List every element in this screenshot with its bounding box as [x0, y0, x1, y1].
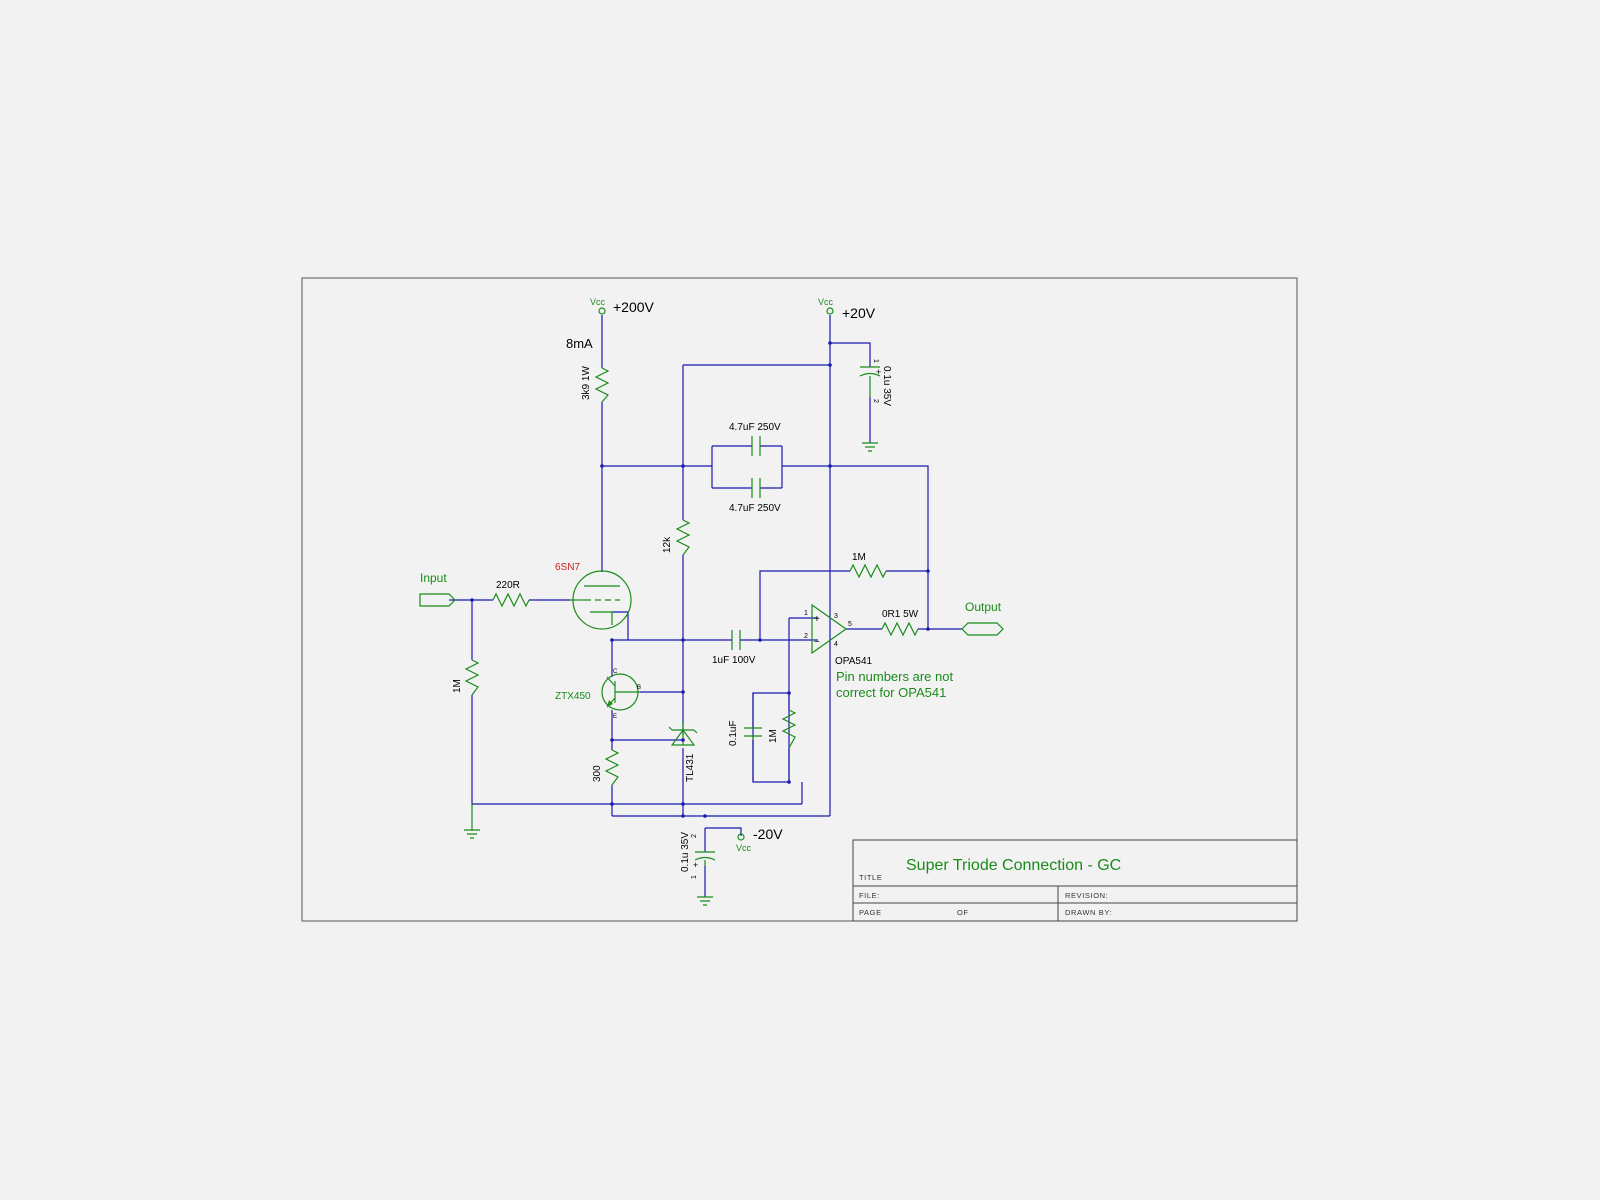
resistor-feedback-top-label: 1M	[852, 552, 866, 563]
opamp-opa541: + − 1 2 3 4 5 OPA541	[804, 603, 872, 667]
file-label: FILE:	[859, 891, 880, 900]
current-label: 8mA	[566, 336, 593, 351]
tube-label: 6SN7	[555, 562, 580, 573]
tube-6sn7: 6SN7	[555, 562, 632, 630]
opamp-label: OPA541	[835, 656, 872, 667]
resistor-output-label: 0R1 5W	[882, 609, 919, 620]
transistor-ztx450: C B E ZTX450	[555, 669, 641, 720]
cap-top-plus: +	[876, 367, 881, 377]
cap-bottom-label: 4.7uF 250V	[729, 503, 781, 514]
opamp-pin2: 2	[804, 633, 808, 640]
opamp-pin3: 3	[834, 613, 838, 620]
opamp-pin4: 4	[834, 641, 838, 648]
resistor-emitter-label: 300	[592, 765, 603, 782]
shunt-label: TL431	[685, 753, 696, 782]
resistor-12k: 12k	[662, 519, 691, 556]
resistor-input: 1M	[452, 659, 480, 696]
junctions	[470, 341, 930, 818]
output-port: Output	[961, 600, 1004, 636]
supply-minus20: Vcc -20V	[736, 826, 783, 853]
capacitor-bypass-bottom: 2 + 1 0.1u 35V	[680, 832, 716, 906]
input-port: Input	[419, 571, 456, 607]
resistor-12k-label: 12k	[662, 536, 673, 553]
drawing-frame	[301, 277, 1298, 922]
output-label: Output	[965, 600, 1002, 614]
resistor-feedback-small-label: 1M	[768, 729, 779, 743]
transistor-pin-b: B	[637, 685, 641, 691]
resistor-feedback-small: 1M	[768, 709, 797, 749]
resistor-plate: 3k9 1W	[581, 366, 610, 403]
title-value: Super Triode Connection - GC	[906, 857, 1121, 874]
supply-plus200: Vcc +200V	[590, 297, 655, 315]
capacitor-coupling-bottom: 4.7uF 250V	[729, 478, 781, 514]
cap-top-pin2: 2	[872, 399, 879, 403]
opamp-plus: +	[814, 614, 820, 625]
resistor-grid: 220R	[492, 580, 530, 608]
cap-bypass-top-label: 0.1u 35V	[881, 366, 892, 406]
pin-note-line2: correct for OPA541	[836, 685, 946, 700]
vcc-label-neg: Vcc	[736, 843, 752, 853]
title-label: TITLE	[859, 873, 882, 882]
cap-bottom-plus: +	[693, 860, 698, 870]
opamp-pin1: 1	[804, 610, 808, 617]
drawn-by-label: DRAWN BY:	[1065, 908, 1112, 917]
of-label: OF	[957, 908, 969, 917]
resistor-output: 0R1 5W	[881, 609, 919, 637]
resistor-plate-label: 3k9 1W	[581, 366, 592, 400]
page-label: PAGE	[859, 908, 882, 917]
capacitor-coupling-top: 4.7uF 250V	[729, 422, 781, 456]
resistor-feedback-top: 1M	[849, 552, 887, 579]
cap-top-pin1: 1	[872, 359, 879, 363]
pin-note-line1: Pin numbers are not	[836, 669, 953, 684]
plus20-label: +20V	[842, 305, 876, 321]
cap-bottom-pin1: 1	[691, 875, 698, 879]
vcc-label-20: Vcc	[818, 297, 834, 307]
cap-1uf-label: 1uF 100V	[712, 655, 756, 666]
vcc-label-200: Vcc	[590, 297, 606, 307]
opamp-pin5: 5	[848, 621, 852, 628]
minus20-label: -20V	[753, 826, 783, 842]
cap-bypass-bottom-label: 0.1u 35V	[680, 832, 691, 872]
supply-plus20: Vcc +20V	[818, 297, 876, 321]
plus200-label: +200V	[613, 299, 655, 315]
capacitor-bypass-top: 1 + 2 0.1u 35V	[859, 359, 892, 452]
transistor-label: ZTX450	[555, 691, 591, 702]
resistor-grid-label: 220R	[496, 580, 520, 591]
resistor-input-label: 1M	[452, 679, 463, 693]
transistor-pin-c: C	[613, 669, 618, 675]
title-block: Super Triode Connection - GC TITLE FILE:…	[852, 839, 1298, 922]
cap-feedback-label: 0.1uF	[728, 720, 739, 746]
cap-bottom-pin2: 2	[691, 834, 698, 838]
input-label: Input	[420, 571, 447, 585]
capacitor-feedback: 0.1uF	[728, 720, 762, 746]
opamp-minus: −	[814, 637, 820, 648]
revision-label: REVISION:	[1065, 891, 1108, 900]
wires	[449, 315, 962, 897]
resistor-emitter: 300	[592, 749, 620, 786]
transistor-pin-e: E	[613, 714, 617, 720]
capacitor-1uf: 1uF 100V	[712, 630, 756, 666]
cap-top-label: 4.7uF 250V	[729, 422, 781, 433]
ground-input	[464, 804, 480, 839]
